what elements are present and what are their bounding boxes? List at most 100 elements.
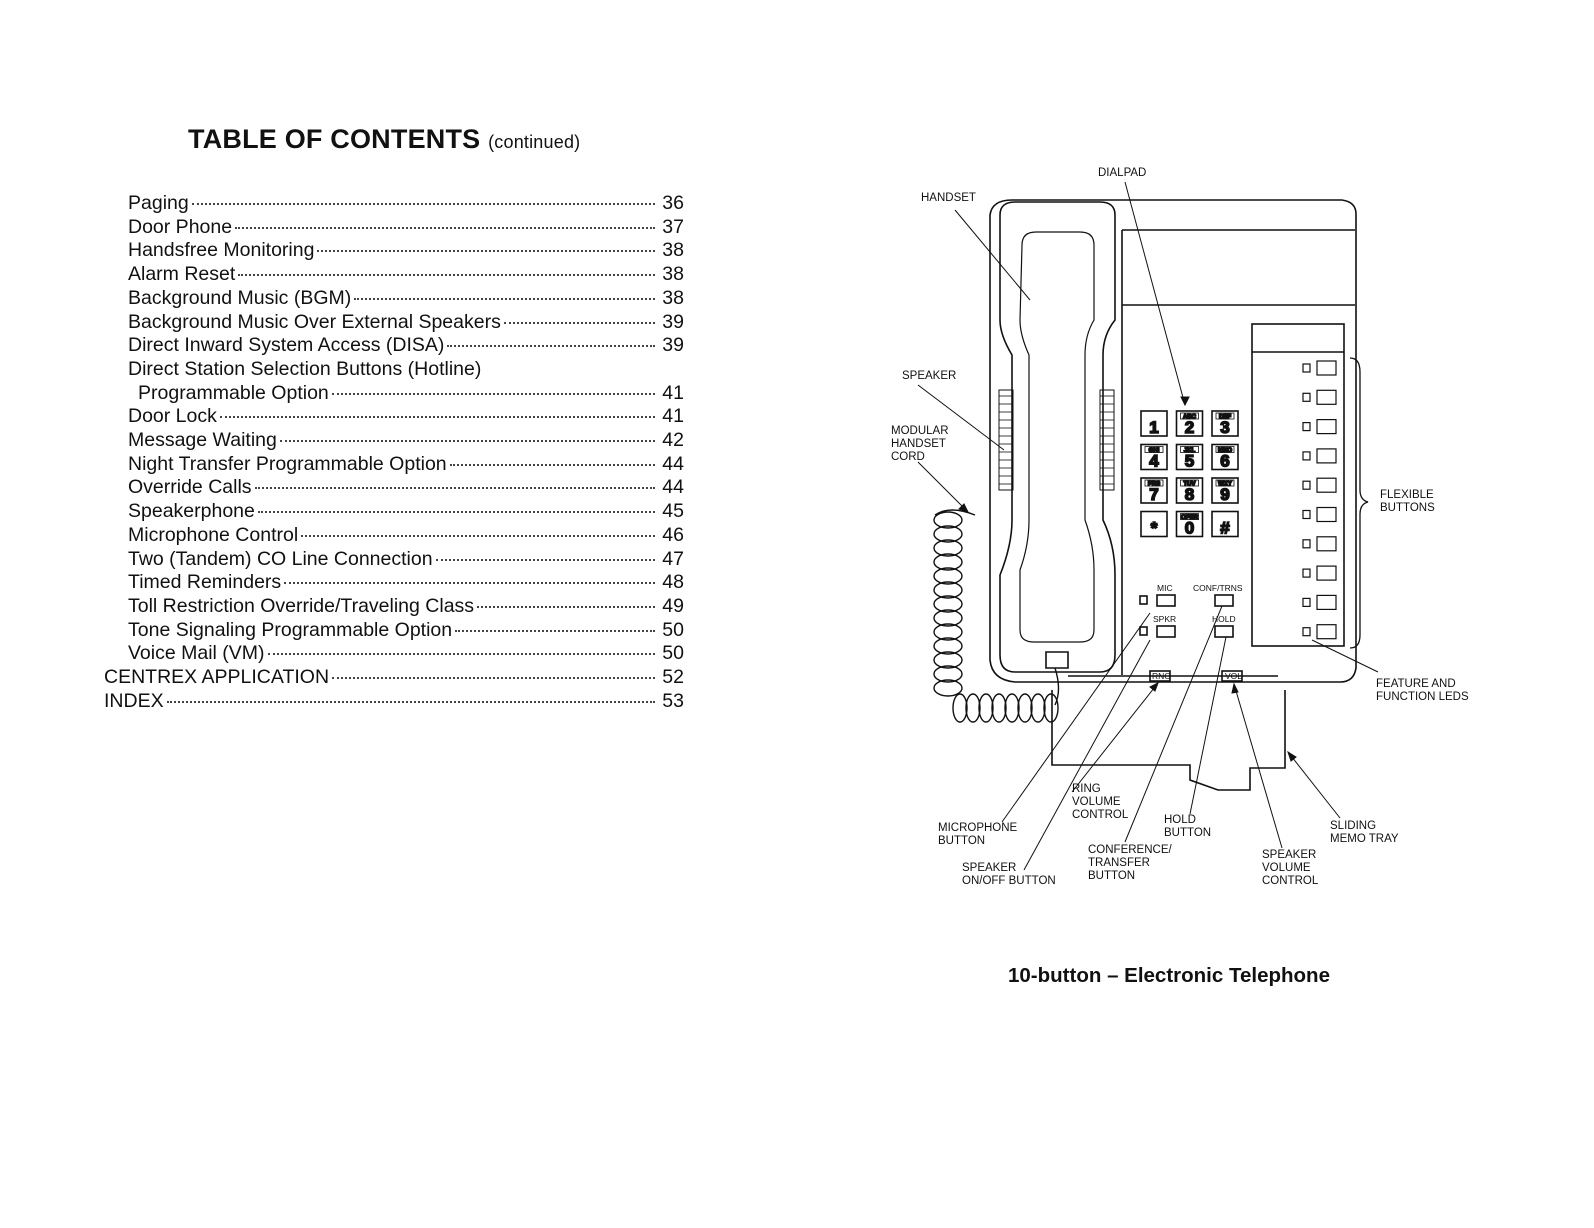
hold-button-label: HOLD: [1212, 614, 1236, 624]
toc-dot-leader: [284, 582, 655, 585]
toc-dot-leader: [235, 226, 655, 229]
cord-coil: [933, 567, 963, 585]
feature-led: [1302, 480, 1311, 490]
feature-led: [1302, 509, 1311, 520]
feature-led: [1302, 451, 1311, 461]
flexible-button: [1316, 389, 1337, 405]
toc-entry: Two (Tandem) CO Line Connection 47: [104, 548, 684, 572]
dialpad-callout: DIALPAD: [1098, 167, 1146, 179]
toc-title-text: TABLE OF CONTENTS: [188, 124, 481, 154]
toc-entry-label: Door Phone: [128, 215, 233, 238]
toc-entry-label: Direct Inward System Access (DISA): [128, 334, 445, 357]
toc-entry-label: INDEX: [104, 689, 164, 712]
cord-coil: [978, 693, 994, 723]
dialpad-key: #: [1211, 510, 1239, 538]
feature-led: [1302, 539, 1311, 549]
toc-entry-page: 38: [662, 263, 684, 286]
mic-button-label: MIC: [1157, 583, 1173, 593]
hold-button-callout: HOLD BUTTON: [1164, 814, 1211, 839]
toc-entry: Background Music Over External Speakers 3…: [104, 311, 684, 335]
cord-coil: [1043, 693, 1059, 723]
cord-coil: [1004, 693, 1020, 723]
toc-entry-label: CENTREX APPLICATION: [104, 666, 330, 689]
flexible-button: [1316, 506, 1337, 523]
toc-dot-leader: [331, 392, 655, 395]
vol-slider-label: VOL: [1225, 671, 1242, 681]
sliding-tray-callout: SLIDING MEMO TRAY: [1330, 820, 1399, 845]
dialpad-key-digit: 2: [1185, 418, 1194, 437]
cord-coil: [991, 693, 1007, 723]
dialpad-key-digit: 1: [1149, 418, 1158, 437]
modular-cord-callout: MODULAR HANDSET CORD: [891, 425, 952, 463]
toc-entry: Speakerphone 45: [104, 500, 684, 524]
cord-coil: [933, 553, 963, 571]
toc-dot-leader: [435, 558, 655, 561]
toc-entry-label: Microphone Control: [128, 523, 299, 546]
toc-dot-leader: [301, 534, 655, 537]
toc-entry-label: Two (Tandem) CO Line Connection: [128, 547, 433, 570]
toc-entry-page: 42: [662, 429, 684, 452]
flexible-button: [1316, 419, 1337, 435]
toc-entry-page: 50: [662, 642, 684, 665]
toc-entry-page: 39: [662, 310, 684, 333]
dialpad-key-digit: 4: [1149, 452, 1159, 471]
dialpad-key-digit: 3: [1220, 418, 1229, 437]
dialpad-key: *: [1140, 510, 1168, 538]
dialpad-key-letters: ABC: [1183, 415, 1197, 421]
toc-dot-leader: [455, 629, 655, 632]
dialpad-key-letters: MNO: [1218, 448, 1232, 454]
dialpad-key: 1: [1140, 410, 1168, 438]
toc-entry-label: Night Transfer Programmable Option: [128, 452, 447, 475]
dialpad-key-digit: 0: [1185, 519, 1194, 538]
toc-dot-leader: [166, 700, 655, 703]
cord-coil: [952, 693, 968, 723]
cord-coil: [933, 581, 963, 599]
toc-entry-page: 36: [662, 192, 684, 214]
microphone-button-callout: MICROPHONE BUTTON: [938, 822, 1020, 847]
toc-entry-page: 45: [662, 500, 684, 523]
toc-entry-label: Handsfree Monitoring: [128, 239, 315, 262]
toc-entry: Direct Inward System Access (DISA)39: [104, 334, 684, 358]
toc-entry-page: 47: [662, 547, 684, 570]
cord-end: [1054, 667, 1060, 706]
cord-coil: [1030, 693, 1046, 723]
feature-leds-callout: FEATURE AND FUNCTION LEDS: [1376, 678, 1469, 703]
feature-led: [1302, 597, 1311, 608]
toc-entry: Voice Mail (VM)50: [104, 642, 684, 666]
cord-coil: [933, 637, 963, 655]
speaker-onoff-callout: SPEAKER ON/OFF BUTTON: [962, 862, 1056, 887]
feature-led: [1302, 568, 1311, 578]
toc-entry-label: Override Calls: [128, 476, 252, 499]
ring-slider-label: RNG: [1152, 671, 1171, 681]
toc-entry-page: 41: [662, 405, 684, 428]
toc-dot-leader: [354, 297, 655, 300]
toc-title: TABLE OF CONTENTS (continued): [188, 124, 580, 155]
toc-dot-leader: [317, 250, 655, 253]
handset-callout: HANDSET: [921, 192, 976, 204]
toc-dot-leader: [267, 653, 655, 656]
cord-coil: [933, 511, 963, 529]
toc-entry-label: Timed Reminders: [128, 571, 282, 594]
cord-coil: [933, 609, 963, 627]
toc-dot-leader: [449, 463, 655, 466]
toc-entry-label: Tone Signaling Programmable Option: [128, 618, 453, 641]
toc-entry-label: Speakerphone: [128, 500, 255, 523]
toc-entry-label: Background Music Over External Speakers: [128, 310, 501, 333]
